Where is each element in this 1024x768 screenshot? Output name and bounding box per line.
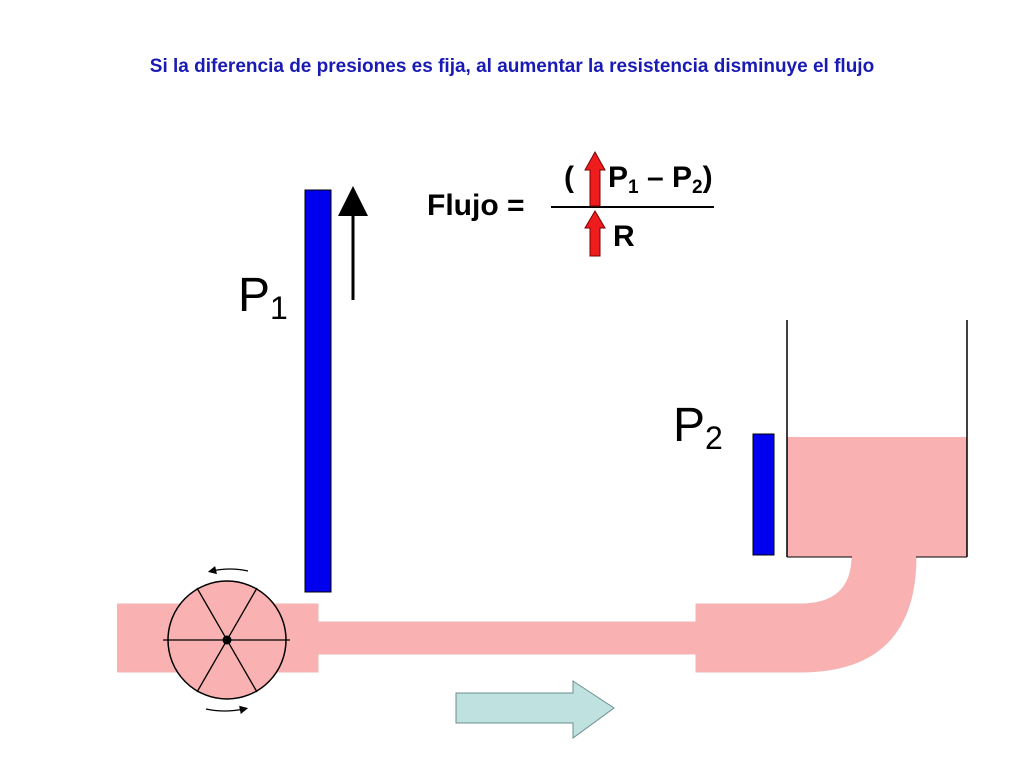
formula-open-paren: ( <box>564 161 574 194</box>
p1-pressure-column <box>304 189 332 593</box>
p2-label: P2 <box>673 399 723 456</box>
reservoir-tank <box>786 320 968 558</box>
rotation-arrow-bottom-icon <box>205 705 249 714</box>
p2-pressure-column <box>752 433 775 556</box>
right-arrow-icon <box>455 680 615 739</box>
slide-title: Si la diferencia de presiones es fija, a… <box>149 56 875 77</box>
reservoir-fluid <box>787 437 967 557</box>
formula-lhs: Flujo = <box>427 189 525 222</box>
p1-label: P1 <box>238 269 288 326</box>
red-up-arrow-icon <box>584 210 606 257</box>
fluid-pipe <box>117 556 916 672</box>
pipe-system <box>117 555 917 673</box>
rotation-arrow-top-icon <box>207 565 249 575</box>
formula-numerator: P1 – P2) <box>608 161 713 198</box>
pump-wheel-icon <box>163 565 290 714</box>
pipe-outline <box>117 555 917 673</box>
red-up-arrow-icon <box>584 150 606 207</box>
formula-denominator: R <box>613 220 635 253</box>
